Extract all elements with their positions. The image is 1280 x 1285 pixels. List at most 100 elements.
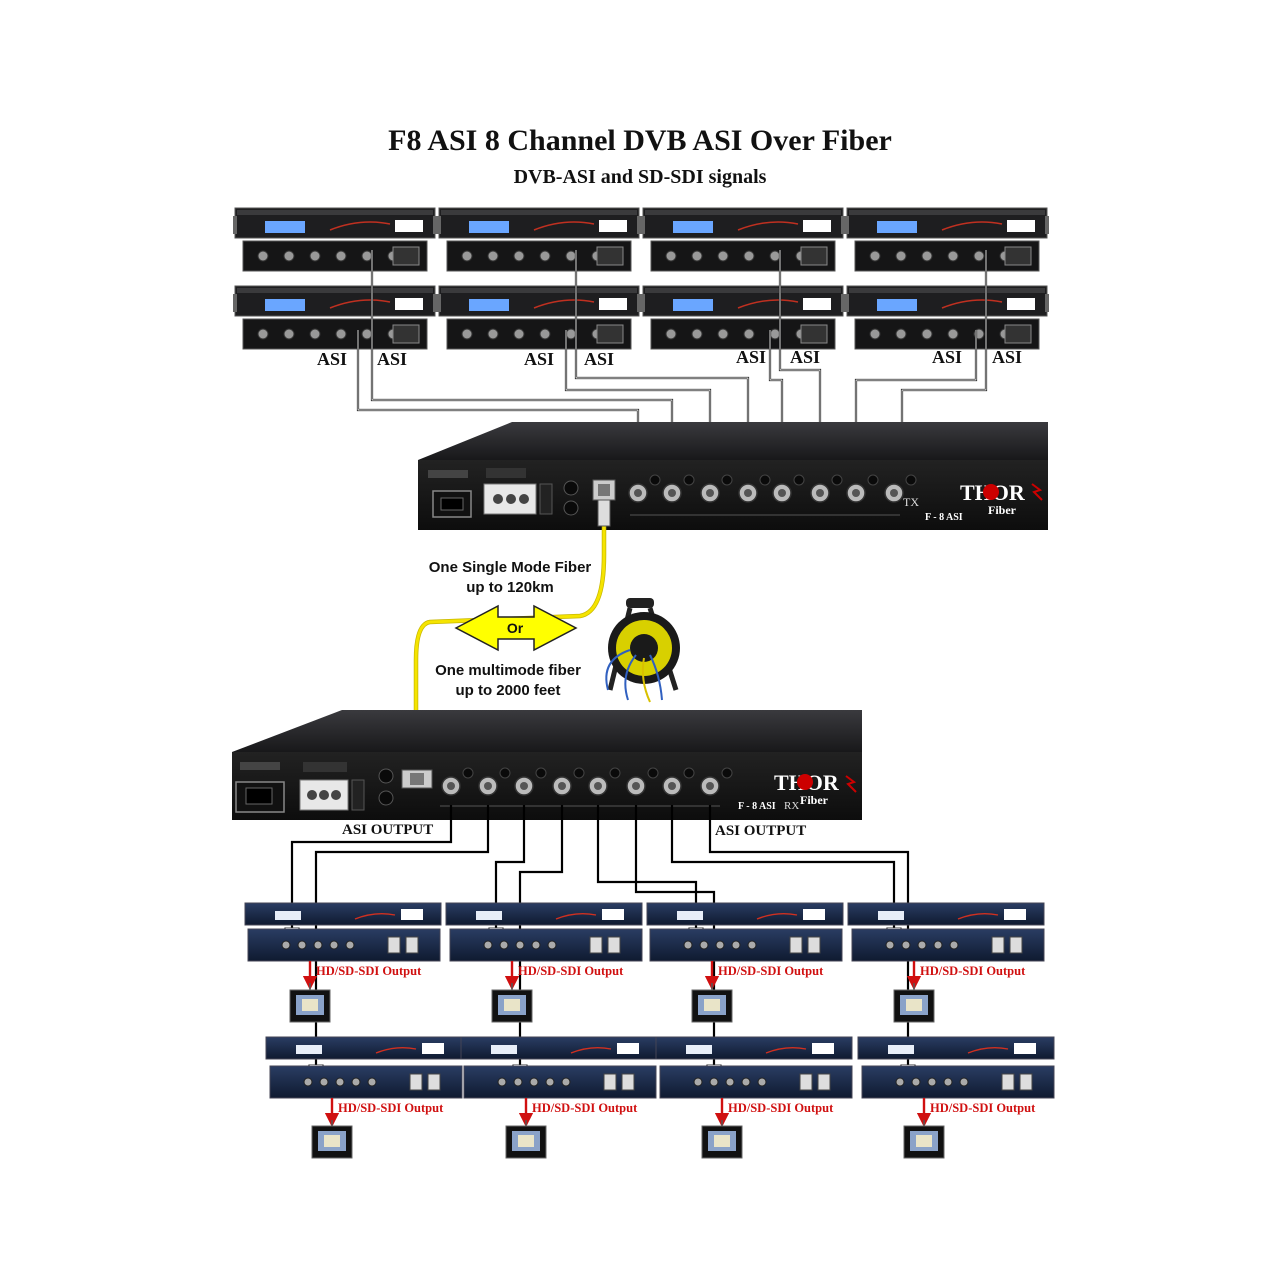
decoder-rear-unit: [247, 928, 441, 962]
decoder-lcd: [275, 911, 301, 920]
or-text: Or: [507, 620, 524, 636]
source-equipment-group: [233, 207, 1049, 350]
decoder-stack-2: HD/SD-SDI Output: [445, 902, 643, 1023]
rx-output-cable-7: [670, 805, 894, 935]
decoder-logo: [602, 909, 624, 920]
modulator-logo: [803, 220, 831, 232]
rx-tag-text: RX: [784, 800, 799, 812]
sdi-output-label: HD/SD-SDI Output: [728, 1101, 834, 1115]
decoder-stack-7: HD/SD-SDI Output: [655, 1036, 853, 1159]
rx-output-cable-2: [316, 805, 490, 1072]
asi-input-label-1: ASI: [317, 349, 348, 369]
source-stack-1: [233, 207, 437, 272]
source-stack-2: [437, 207, 641, 272]
source-stack-8: [845, 285, 1049, 350]
decoder-logo: [401, 909, 423, 920]
source-stack-3: [641, 207, 845, 272]
modulator-logo: [395, 220, 423, 232]
decoder-lcd: [686, 1045, 712, 1054]
source-stack-4: [845, 207, 1049, 272]
rx-model-text: F - 8 ASI: [738, 801, 776, 812]
modulator-logo: [599, 298, 627, 310]
fiber-reel-icon: [605, 598, 680, 703]
asi-input-label-7: ASI: [932, 347, 963, 367]
transmitter-unit: TX THOR Fiber F - 8 ASI: [418, 422, 1048, 530]
decoder-lcd: [888, 1045, 914, 1054]
source-stack-7: [641, 285, 845, 350]
decoder-stack-5: HD/SD-SDI Output: [265, 1036, 463, 1159]
decoder-logo: [812, 1043, 834, 1054]
rx-output-cable-4: [520, 805, 564, 1072]
decoder-logo: [803, 909, 825, 920]
tx-tag-text: TX: [903, 495, 919, 509]
modulator-lcd: [877, 221, 917, 233]
tx-model-text: F - 8 ASI: [925, 512, 963, 523]
rx-output-cable-8: [708, 805, 908, 1072]
modulator-lcd: [673, 299, 713, 311]
tx-brand-sub-text: Fiber: [988, 503, 1017, 517]
decoder-lcd: [476, 911, 502, 920]
modulator-logo: [395, 298, 423, 310]
decoder-stack-8: HD/SD-SDI Output: [857, 1036, 1055, 1159]
decoder-lcd: [677, 911, 703, 920]
rx-brand-sub-text: Fiber: [800, 793, 829, 807]
asi-output-label-right: ASI OUTPUT: [715, 823, 807, 839]
sdi-output-label: HD/SD-SDI Output: [920, 964, 1026, 978]
modulator-logo: [1007, 220, 1035, 232]
single-mode-text: One Single Mode Fiber: [428, 559, 592, 576]
rx-output-cable-3: [496, 805, 526, 935]
multimode-range-text: up to 2000 feet: [455, 682, 561, 699]
page-title: F8 ASI 8 Channel DVB ASI Over Fiber: [388, 124, 892, 157]
decoder-stack-4: HD/SD-SDI Output: [847, 902, 1045, 1023]
rx-output-cables: [292, 805, 908, 1072]
asi-input-label-8: ASI: [992, 347, 1023, 367]
decoder-stack-1: HD/SD-SDI Output: [244, 902, 442, 1023]
asi-input-label-3: ASI: [524, 349, 555, 369]
source-stack-6: [437, 285, 641, 350]
tx-brand-globe-icon: [983, 484, 999, 500]
decoder-lcd: [296, 1045, 322, 1054]
or-double-arrow: Or: [454, 604, 578, 652]
asi-input-label-5: ASI: [736, 347, 767, 367]
decoder-logo: [422, 1043, 444, 1054]
receiver-unit: F - 8 ASI RX THOR Fiber: [232, 710, 862, 820]
source-stack-5: [233, 285, 437, 350]
decoder-lcd: [491, 1045, 517, 1054]
decoder-logo: [617, 1043, 639, 1054]
decoder-stack-3: HD/SD-SDI Output: [646, 902, 844, 1023]
modulator-lcd: [265, 221, 305, 233]
sdi-output-label: HD/SD-SDI Output: [518, 964, 624, 978]
rx-output-cable-1: [292, 805, 453, 935]
asi-output-label-left: ASI OUTPUT: [342, 822, 434, 838]
modulator-lcd: [469, 221, 509, 233]
asi-input-label-6: ASI: [790, 347, 821, 367]
tx-bnc-row: [628, 474, 917, 516]
decoder-rear-unit: [659, 1065, 853, 1099]
rx-bnc-row: [440, 767, 733, 807]
modulator-lcd: [469, 299, 509, 311]
modulator-lcd: [673, 221, 713, 233]
rx-brand-globe-icon: [797, 774, 813, 790]
asi-input-label-4: ASI: [584, 349, 615, 369]
asi-input-label-2: ASI: [377, 349, 408, 369]
tx-brand-bolt-icon: [1031, 483, 1043, 501]
rx-brand-bolt-icon: [845, 775, 857, 793]
modulator-logo: [599, 220, 627, 232]
modulator-lcd: [877, 299, 917, 311]
single-mode-range-text: up to 120km: [466, 579, 554, 596]
modulator-logo: [803, 298, 831, 310]
sdi-output-label: HD/SD-SDI Output: [930, 1101, 1036, 1115]
decoder-logo: [1004, 909, 1026, 920]
decoder-logo: [1014, 1043, 1036, 1054]
page-subtitle: DVB-ASI and SD-SDI signals: [513, 166, 767, 188]
sdi-output-label: HD/SD-SDI Output: [718, 964, 824, 978]
multimode-text: One multimode fiber: [435, 662, 581, 679]
modulator-lcd: [265, 299, 305, 311]
sdi-output-label: HD/SD-SDI Output: [338, 1101, 444, 1115]
sdi-output-label: HD/SD-SDI Output: [532, 1101, 638, 1115]
sdi-output-label: HD/SD-SDI Output: [316, 964, 422, 978]
decoder-lcd: [878, 911, 904, 920]
